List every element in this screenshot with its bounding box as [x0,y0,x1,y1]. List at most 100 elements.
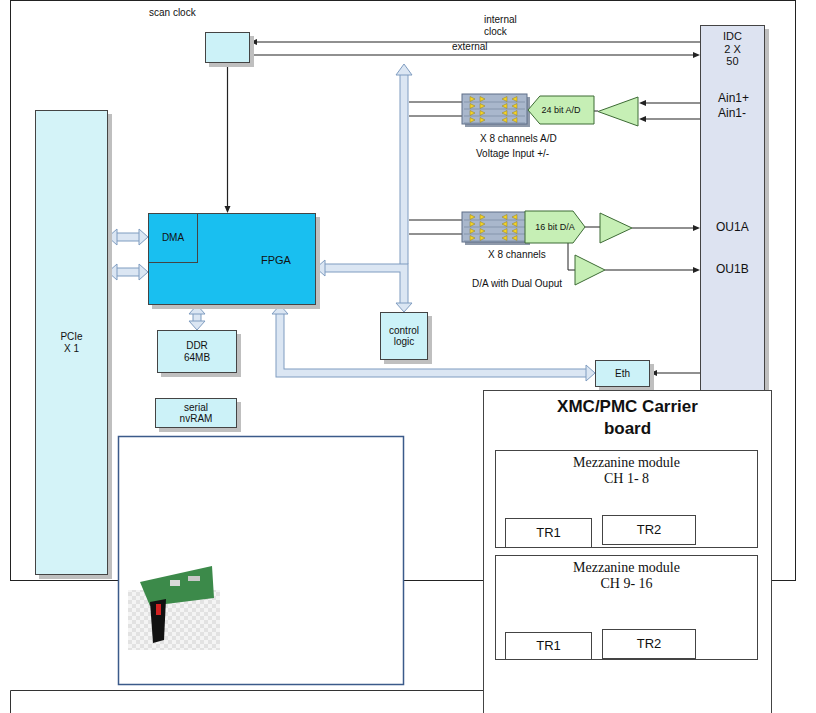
wire [632,227,693,228]
connector-line [227,63,228,206]
connector [108,229,148,245]
amplifier-symbol [600,213,632,243]
carrier-board: TR1TR2Mezzanine module CH 1- 8TR1TR2Mezz… [483,390,772,713]
wire [594,111,598,112]
connector-line [250,54,693,55]
bus-tap [409,102,462,103]
node-text: TR1 [536,639,561,654]
node-text: XMC/PMC Carrier board [540,396,715,440]
connector-line [280,314,586,373]
connector-line [194,314,201,321]
mezzanine-module: TR1 TR2 Mezzanine module CH 9- 16 [495,555,758,660]
node-text: Eth [615,368,630,380]
pcie-slot: PCIe X 1 [35,110,108,575]
logic-box: control logic [380,312,428,360]
signal-label: external [452,41,488,53]
wire [568,243,575,270]
node-text: control logic [385,325,423,348]
node-text: 16 bit D/A [535,222,575,232]
mux-symbol [462,212,530,245]
amplifier-symbol [575,255,605,285]
bus-tap [409,234,462,235]
node-text: TR1 [536,526,561,541]
connector-line [117,233,139,242]
adc-block: 24 bit A/D [528,96,594,124]
board-part [188,576,200,581]
transceiver-box: TR1 [505,632,592,660]
arrowhead [693,225,700,231]
arrowhead [225,206,231,213]
board-photo [140,566,214,606]
bus-tap [409,116,462,117]
connector-line [657,372,700,373]
board-part [170,580,180,586]
node-text: TR2 [637,637,662,652]
node-text: TR2 [637,523,662,538]
node-text: IDC 2 X 50 [723,30,742,68]
pin-name: Ain1+ [718,92,749,106]
mux-symbol [462,94,530,127]
transceiver-box: TR2 [602,515,696,545]
block-shape [525,211,585,243]
connector [272,305,595,381]
node-text: FPGA [261,254,291,267]
arrowhead [586,365,595,381]
connector [189,305,205,330]
bus-outline [400,75,409,264]
wire [585,227,600,228]
arrowhead [693,52,700,58]
connector-line [280,314,586,373]
connector-tab [156,604,161,615]
pin-name: Ain1- [718,107,746,121]
connector [225,63,231,213]
arrowhead [272,305,288,314]
connector-line [193,314,202,321]
connector [108,264,148,280]
connector-line [117,268,139,277]
dma-box: DMA [148,213,198,263]
node-text: Mezzanine module CH 1- 8 [565,455,689,487]
connector-line [325,268,404,303]
arrowhead [396,303,412,312]
note-text: X 8 channels [488,249,546,261]
node-text: Mezzanine module CH 9- 16 [565,560,689,592]
memory-box: serial nvRAM [155,398,237,428]
connector [250,52,700,58]
pin-name: OU1A [716,221,749,235]
arrowhead [108,264,117,280]
dac-block: 16 bit D/A [525,211,585,243]
mezzanine-module: TR1 TR2 Mezzanine module CH 1- 8 [495,450,758,548]
arrowhead [189,321,205,330]
arrowhead [639,100,646,106]
pin-name: OU1B [716,263,749,277]
bus-tap [409,220,462,221]
wire [605,269,693,270]
connector-line [117,234,139,241]
arrowhead [250,39,257,45]
note-text: D/A with Dual Ouput [472,278,562,290]
arrowhead [316,260,325,276]
node-text: DDR 64MB [181,340,213,363]
connector [650,370,700,376]
fpga-box: DMA FPGA [148,213,316,305]
connector-line [325,268,404,303]
node-text: 24 bit A/D [541,105,580,115]
arrowhead [639,116,646,122]
signal-label: internal clock [484,14,528,37]
connector-photo [150,599,166,643]
caption-frame [11,691,484,713]
amplifier-symbol [598,97,638,126]
connector-line [117,269,139,276]
arrowhead [139,264,148,280]
node-text: PCIe X 1 [57,331,87,354]
bus-line [401,75,408,264]
node-text: DMA [162,232,184,244]
note-text: Voltage Input +/- [476,148,549,160]
photo-frame [119,437,404,685]
arrowhead [139,229,148,245]
node-text: scan clock [149,7,196,19]
arrowhead [693,267,700,273]
block-shape [528,96,594,124]
